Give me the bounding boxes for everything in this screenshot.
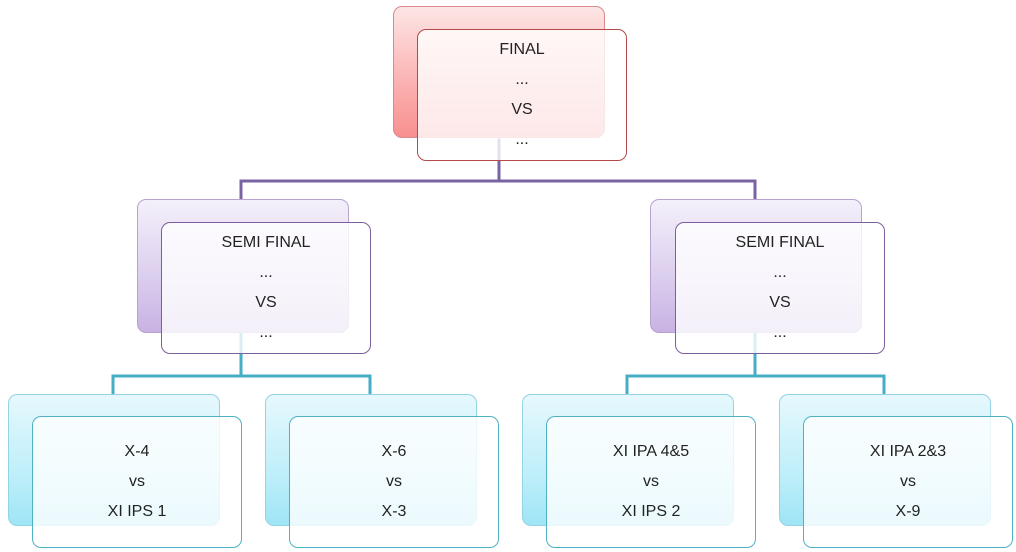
semi-final-left-title: SEMI FINAL xyxy=(221,234,311,251)
match-1-versus: vs xyxy=(129,473,145,490)
final-team-a: ... xyxy=(515,71,529,88)
match-1-card: X-4 vs XI IPS 1 xyxy=(32,416,242,548)
match-2-team-a: X-6 xyxy=(381,443,407,460)
match-3-team-a: XI IPA 4&5 xyxy=(612,443,690,460)
match-2-team-b: X-3 xyxy=(381,503,407,520)
semi-final-left-card: SEMI FINAL ... VS ... xyxy=(161,222,371,354)
semi-connector-lines xyxy=(111,330,886,396)
semi-final-left-team-a: ... xyxy=(259,264,273,281)
match-1-team-a: X-4 xyxy=(124,443,150,460)
semi-final-right-team-b: ... xyxy=(773,324,787,341)
match-3-versus: vs xyxy=(643,473,659,490)
match-1-team-b: XI IPS 1 xyxy=(107,503,167,520)
final-team-b: ... xyxy=(515,131,529,148)
match-4-team-b: X-9 xyxy=(895,503,921,520)
semi-final-left-team-b: ... xyxy=(259,324,273,341)
semi-final-right-card: SEMI FINAL ... VS ... xyxy=(675,222,885,354)
match-2-versus: vs xyxy=(386,473,402,490)
match-3-card: XI IPA 4&5 vs XI IPS 2 xyxy=(546,416,756,548)
semi-final-left-versus: VS xyxy=(255,294,277,311)
match-4-versus: vs xyxy=(900,473,916,490)
final-title: FINAL xyxy=(499,41,545,58)
semi-final-right-versus: VS xyxy=(769,294,791,311)
match-4-team-a: XI IPA 2&3 xyxy=(869,443,947,460)
semi-final-right-team-a: ... xyxy=(773,264,787,281)
semi-final-right-title: SEMI FINAL xyxy=(735,234,825,251)
final-card: FINAL ... VS ... xyxy=(417,29,627,161)
match-3-team-b: XI IPS 2 xyxy=(621,503,681,520)
match-2-card: X-6 vs X-3 xyxy=(289,416,499,548)
final-versus: VS xyxy=(511,101,533,118)
match-4-card: XI IPA 2&3 vs X-9 xyxy=(803,416,1013,548)
